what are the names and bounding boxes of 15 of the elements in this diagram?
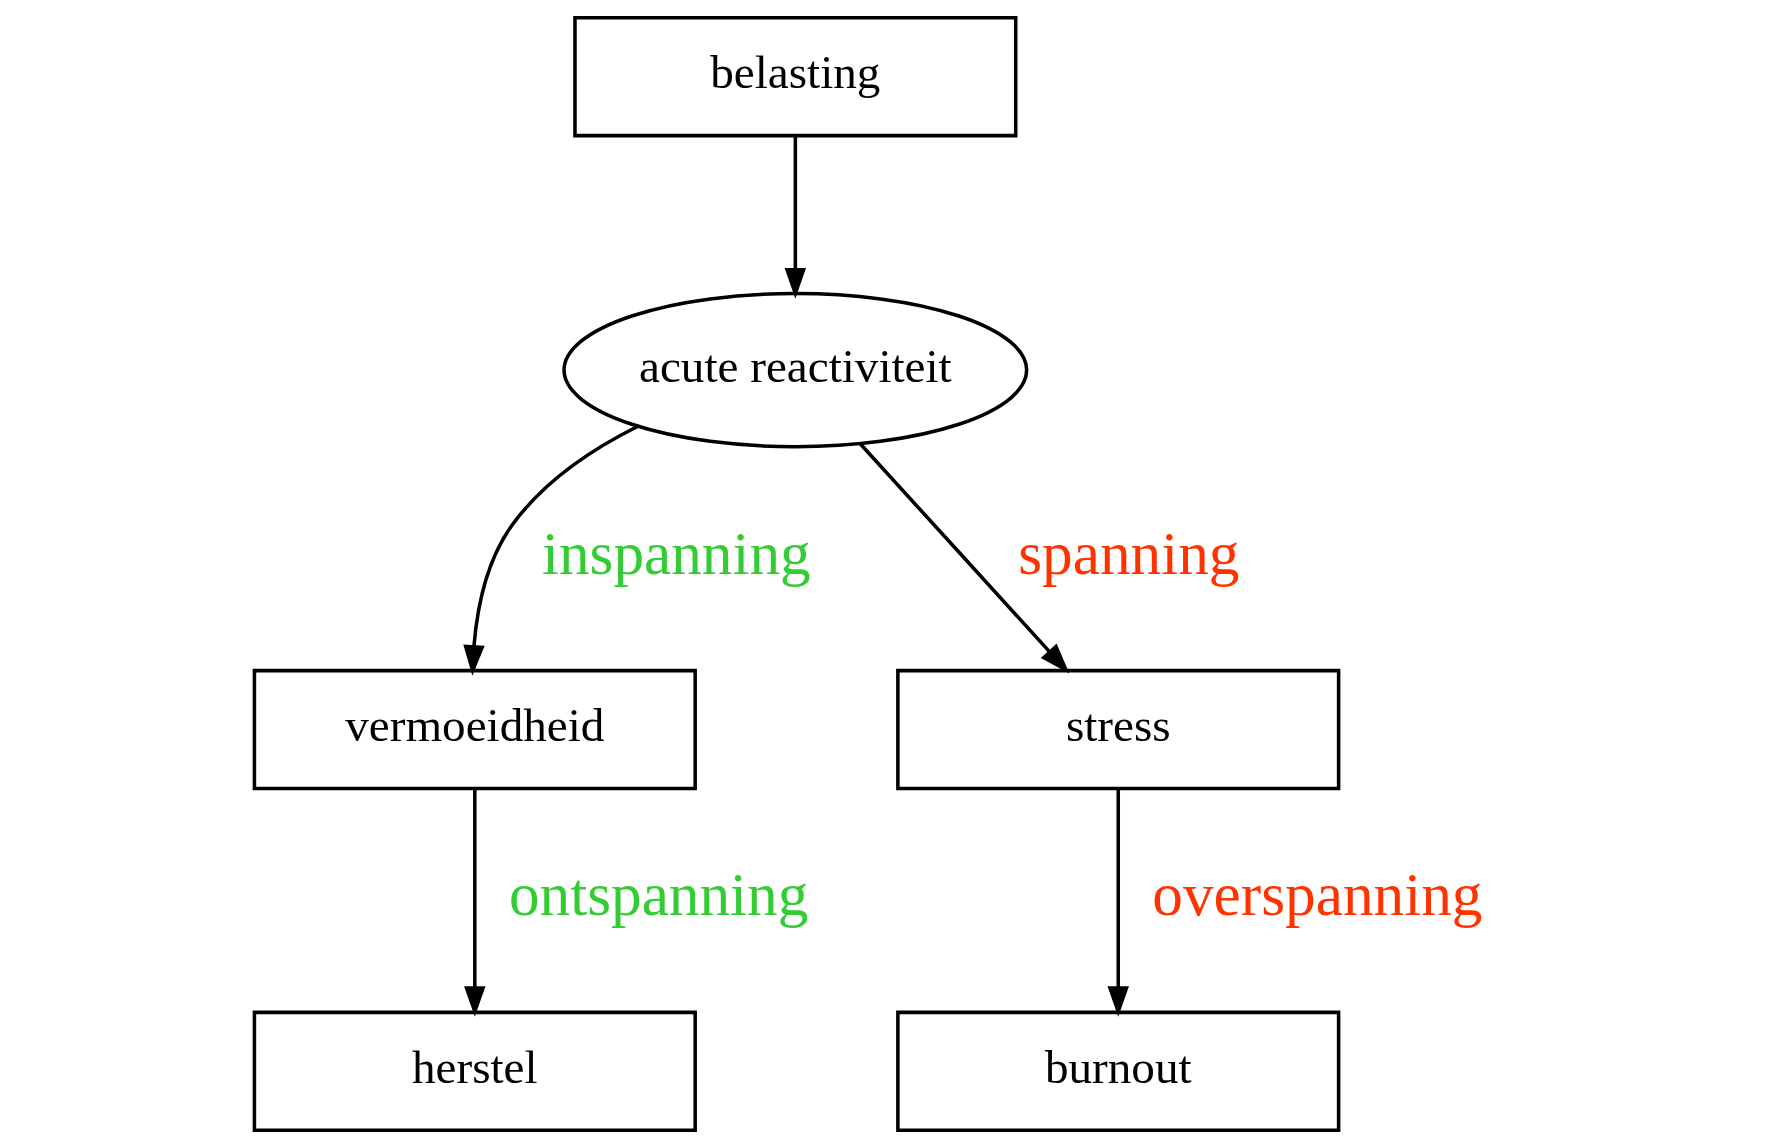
node-ellipse: acute reactiviteit [561, 291, 1028, 449]
node-box: herstel [252, 1010, 697, 1132]
edge-label: inspanning [541, 518, 811, 587]
arrow [858, 443, 1069, 674]
edge-label: ontspanning [508, 860, 808, 929]
node-box: vermoeidheid [252, 668, 697, 791]
node-box: belasting [572, 16, 1017, 138]
edge-label: overspanning [1151, 860, 1482, 929]
edge-label: spanning [1017, 518, 1239, 587]
node-box: stress [895, 668, 1340, 791]
node-box: burnout [895, 1010, 1340, 1132]
arrow [463, 789, 486, 1017]
arrow [1107, 789, 1129, 1017]
arrow [462, 424, 638, 676]
arrow [784, 136, 806, 299]
